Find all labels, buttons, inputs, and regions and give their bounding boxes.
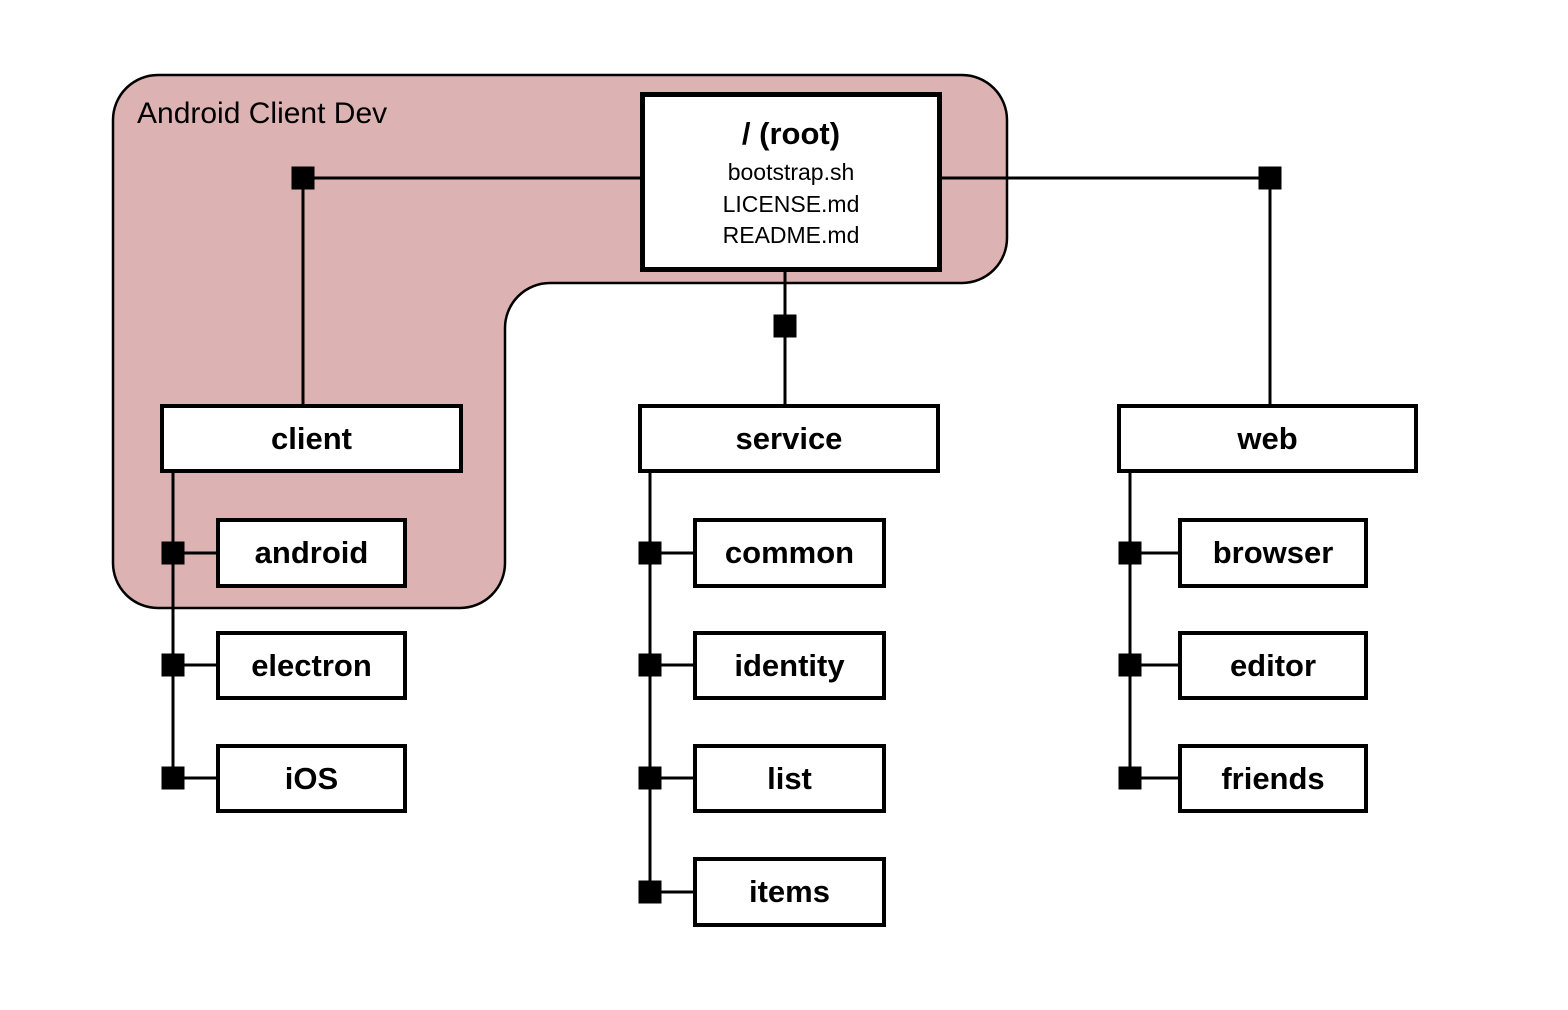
node-list: list: [693, 744, 886, 813]
junction-square: [1118, 653, 1142, 677]
junction-square: [161, 653, 185, 677]
root-file: README.md: [722, 222, 860, 249]
node-electron: electron: [216, 631, 407, 700]
junction-square: [291, 166, 315, 190]
junction-square: [161, 766, 185, 790]
node-ios: iOS: [216, 744, 407, 813]
node-client: client: [160, 404, 463, 473]
junction-square: [1118, 766, 1142, 790]
node-common: common: [693, 518, 886, 588]
node-browser: browser: [1178, 518, 1368, 588]
node-items: items: [693, 857, 886, 927]
node-root: / (root) bootstrap.sh LICENSE.md README.…: [640, 92, 942, 272]
node-web: web: [1117, 404, 1418, 473]
root-title: / (root): [741, 115, 841, 151]
node-editor: editor: [1178, 631, 1368, 700]
junction-square: [1118, 541, 1142, 565]
node-android: android: [216, 518, 407, 588]
junction-square: [638, 541, 662, 565]
root-file: bootstrap.sh: [727, 158, 855, 185]
junction-square: [638, 880, 662, 904]
node-identity: identity: [693, 631, 886, 700]
root-file: LICENSE.md: [722, 190, 860, 217]
region-label: Android Client Dev: [137, 97, 388, 130]
junction-square: [638, 766, 662, 790]
junction-square: [161, 541, 185, 565]
junction-square: [1258, 166, 1282, 190]
junction-square: [638, 653, 662, 677]
junction-square: [773, 314, 797, 338]
node-service: service: [638, 404, 940, 473]
node-friends: friends: [1178, 744, 1368, 813]
